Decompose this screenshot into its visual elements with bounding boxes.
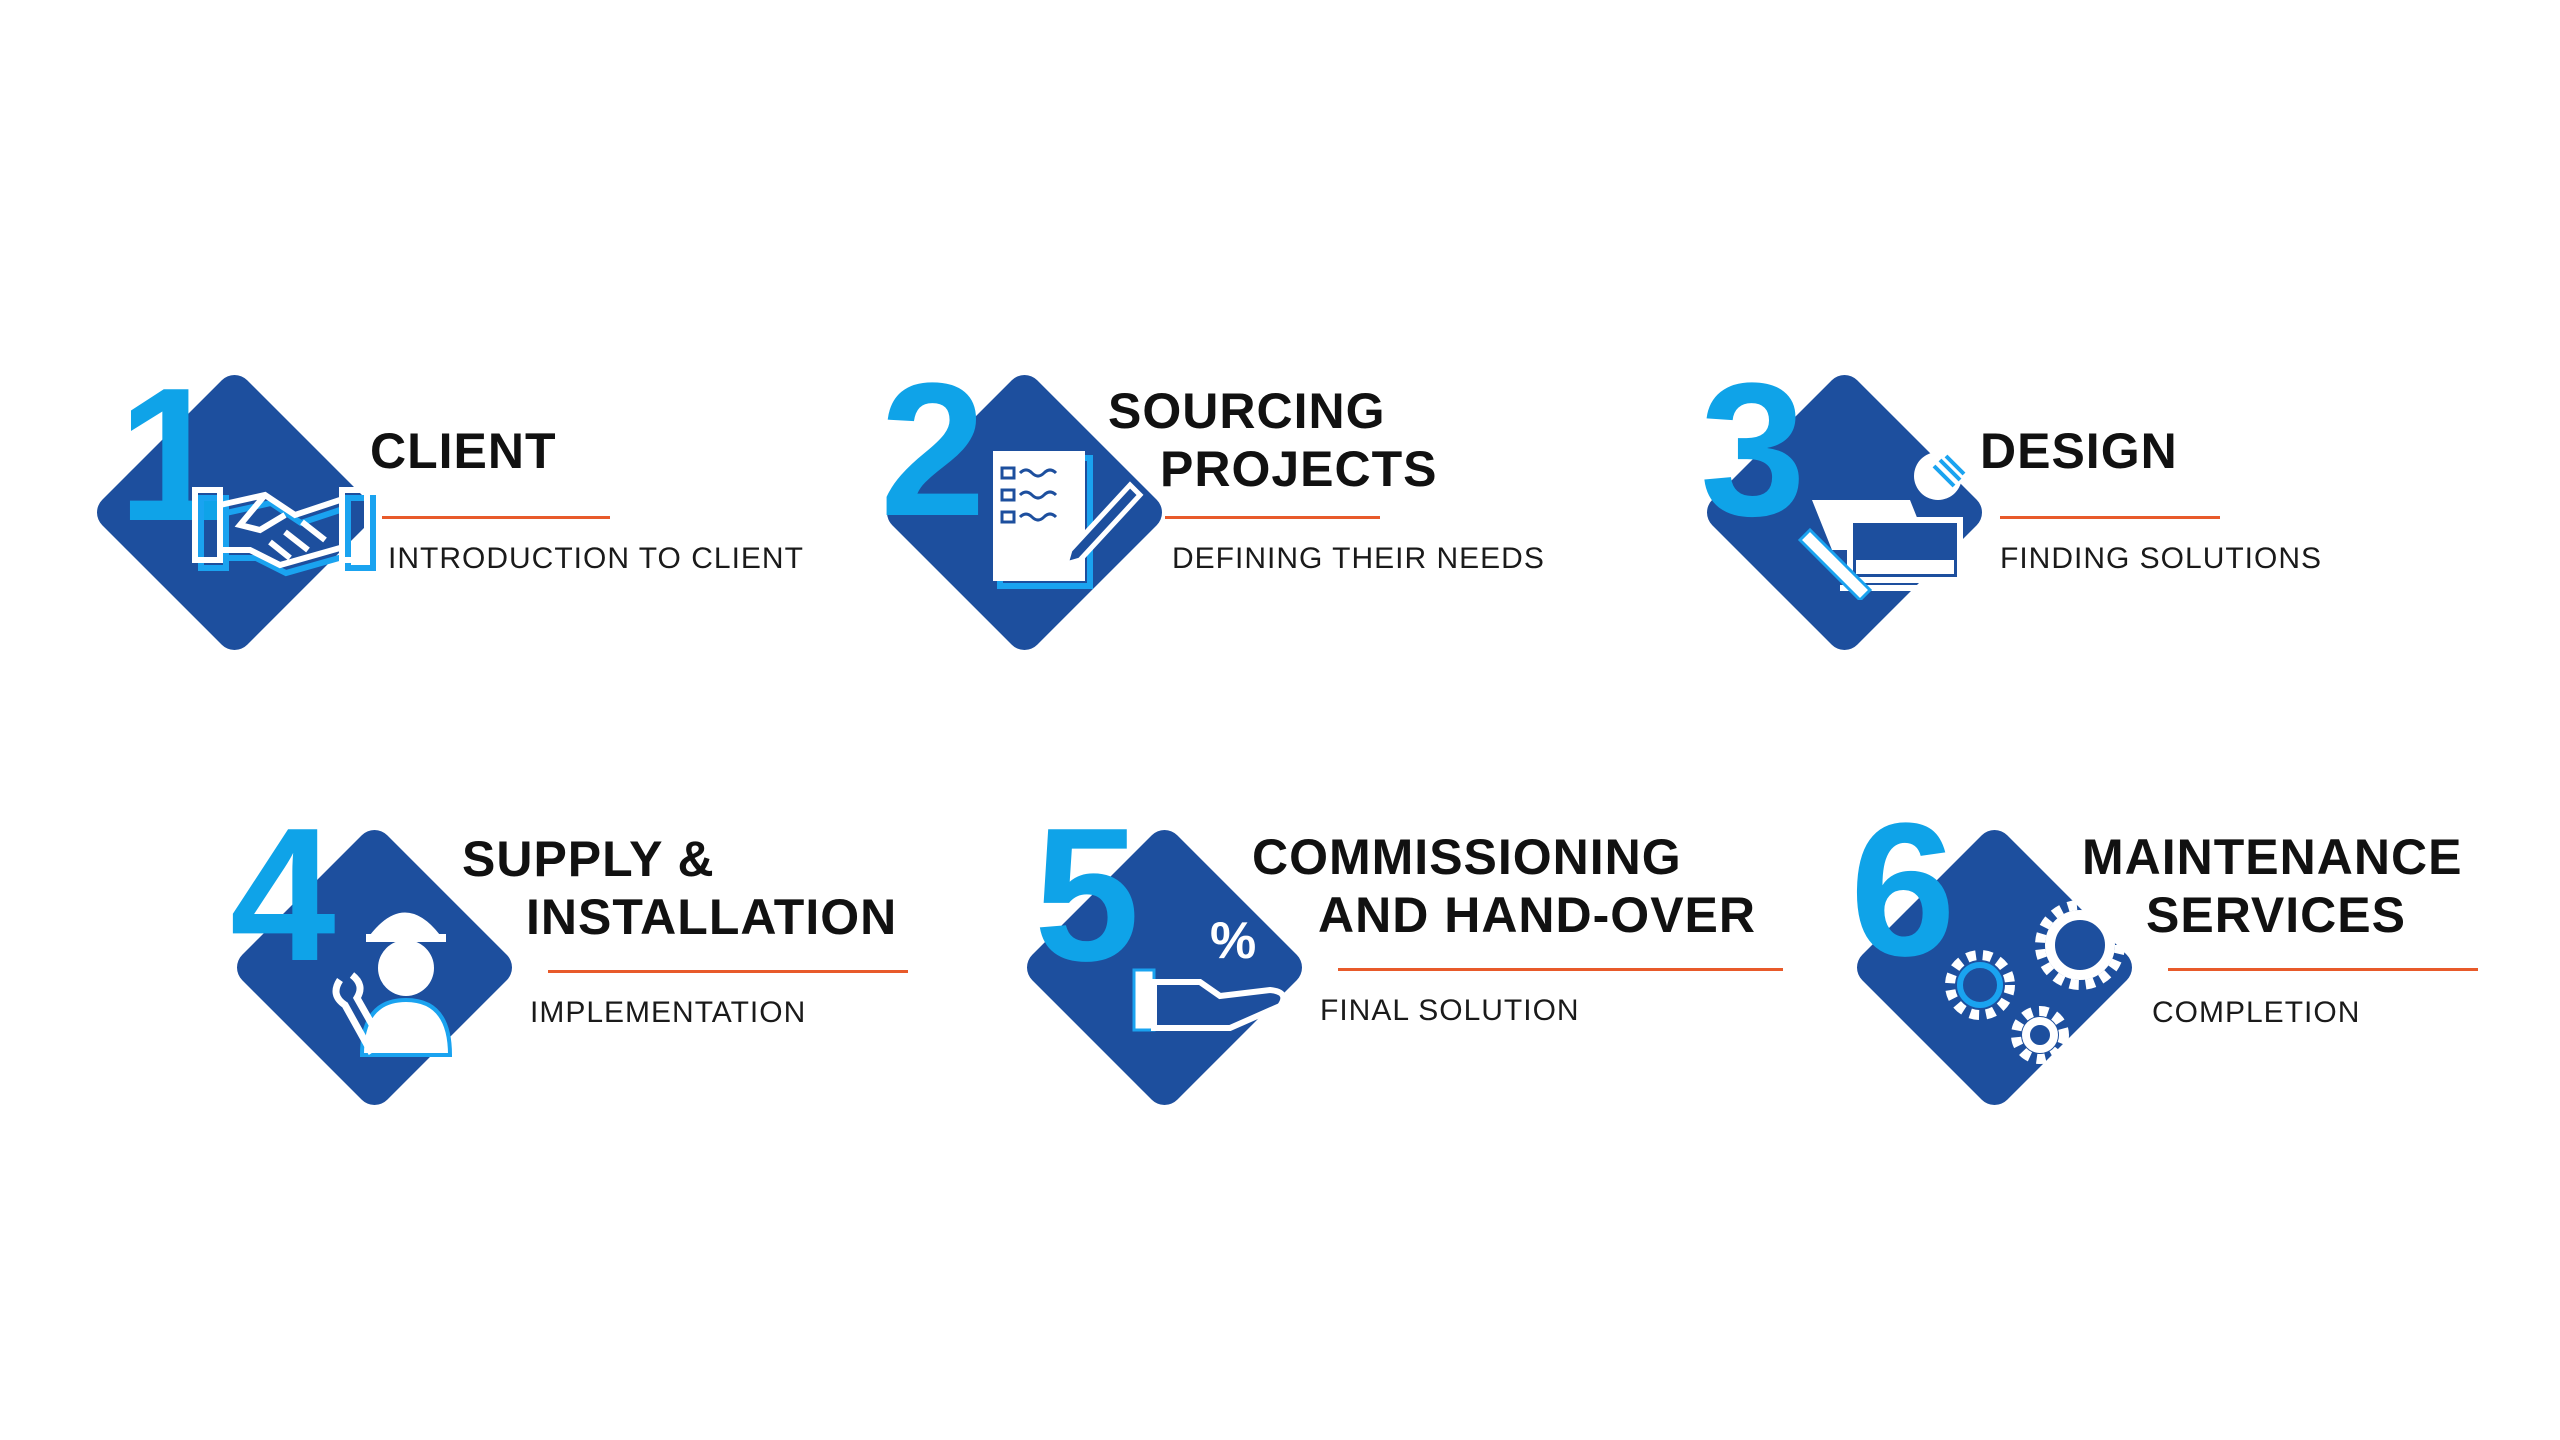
step-2-divider [1165,516,1380,519]
step-5-title-line2: AND HAND-OVER [1318,887,1756,943]
step-3-title-line1: DESIGN [1980,423,2178,479]
design-tools-icon [1797,452,1970,600]
step-4-subtitle: IMPLEMENTATION [530,996,807,1029]
step-4: 4 SUPPLY & INSTALLATION IMPLEMENTATION [229,789,1110,1140]
step-6-number: 6 [1850,784,1956,996]
step-1-title-line1: CLIENT [370,423,557,479]
step-3: 3 DESIGN FINDING SOLUTIONS [1699,355,2560,700]
step-6: 6 MAINTENANCE SERVICES COMPLETION [1849,795,2560,1140]
svg-text:%: % [1210,912,1256,970]
step-3-divider [2000,516,2220,519]
step-4-title-line2: INSTALLATION [526,889,898,945]
step-4-divider [548,970,908,973]
step-4-number: 4 [230,789,336,1001]
step-2-number: 2 [880,344,986,556]
step-6-subtitle: COMPLETION [2152,996,2361,1029]
step-2-title: SOURCING PROJECTS [1108,382,1438,498]
step-6-title-line2: SERVICES [2146,887,2406,943]
step-1-title: CLIENT [370,422,557,480]
step-5: 5 % COMMISSIONING AND HAND-OVER FINAL SO… [1019,789,1900,1140]
step-4-title: SUPPLY & INSTALLATION [462,830,897,946]
step-3-subtitle: FINDING SOLUTIONS [2000,542,2323,575]
hand-percent-icon: % [1132,912,1287,1032]
step-1: 1 CLIENT INTRODUCTION TO CLIENT [89,349,970,700]
step-2-subtitle: DEFINING THEIR NEEDS [1172,542,1545,575]
step-4-title-line1: SUPPLY & [462,831,715,887]
step-3-number: 3 [1700,344,1806,556]
gears-icon [1945,900,2125,1064]
step-2-title-line1: SOURCING [1108,383,1386,439]
checklist-icon [993,451,1144,589]
worker-icon [332,912,453,1057]
step-6-title-line1: MAINTENANCE [2082,829,2463,885]
step-5-number: 5 [1034,789,1140,1001]
step-5-subtitle: FINAL SOLUTION [1320,994,1580,1027]
step-2: 2 SOURCING PROJECTS DEFINING THEIR NEEDS [879,355,1760,700]
step-6-title: MAINTENANCE SERVICES [2082,828,2462,944]
step-5-title: COMMISSIONING AND HAND-OVER [1252,828,1756,944]
step-2-title-line2: PROJECTS [1160,441,1438,497]
step-1-divider [382,516,610,519]
step-5-title-line1: COMMISSIONING [1252,829,1682,885]
handshake-icon [192,487,376,577]
step-5-divider [1338,968,1783,971]
step-6-divider [2168,968,2478,971]
step-1-number: 1 [118,349,224,561]
step-1-subtitle: INTRODUCTION TO CLIENT [388,542,804,575]
step-3-title: DESIGN [1980,422,2178,480]
